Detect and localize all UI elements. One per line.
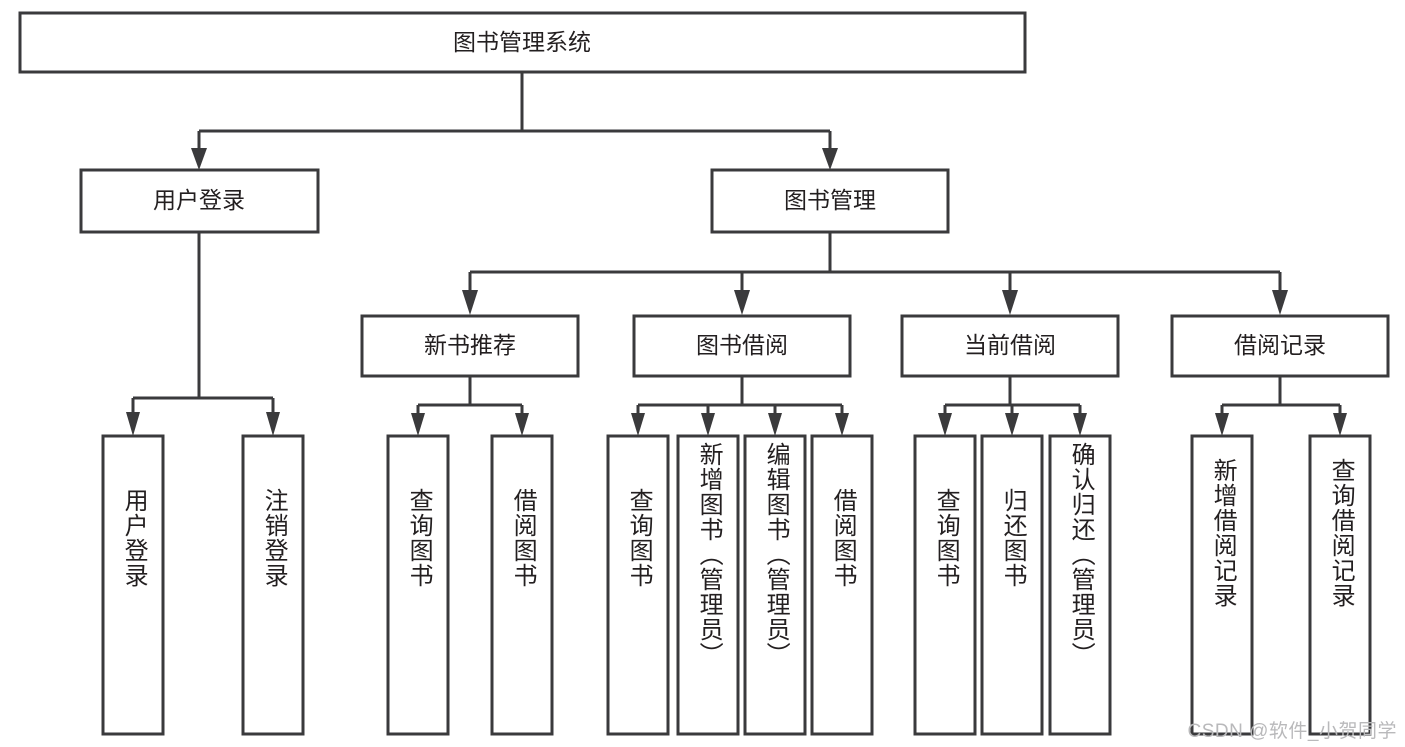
leaf-label-wrap-currentborrow-1[interactable]: 查询图书 — [915, 436, 975, 734]
book-management-box[interactable] — [710, 168, 950, 234]
root-node-label: 图书管理系统 — [453, 29, 591, 55]
leaf-label-user-login-1: 用户登录 — [120, 488, 148, 588]
arrow-bb-leaf-3 — [768, 413, 782, 436]
arrow-br-leaf-2 — [1333, 413, 1347, 436]
arrow-newbook-leaf-2 — [515, 413, 529, 436]
node-borrow-record[interactable]: 借阅记录 — [1170, 314, 1390, 378]
arrow-root-to-book-manage — [822, 148, 838, 170]
node-book-management[interactable]: 图书管理 — [710, 168, 950, 234]
leaf-label-wrap-bookborrow-3[interactable]: 编辑图书（管理员） — [745, 436, 805, 734]
leaf-label-wrap-newbook-1[interactable]: 查询图书 — [388, 436, 448, 734]
leaf-label-user-login-2: 注销登录 — [260, 488, 288, 588]
arrow-cb-leaf-1 — [938, 413, 952, 436]
leaf-label-borrowrecord-1: 新增借阅记录 — [1209, 458, 1237, 608]
book-borrow-label: 图书借阅 — [696, 332, 788, 358]
leaf-box-borrowrecord-1[interactable] — [1190, 434, 1254, 736]
leaf-box-currentborrow-1[interactable] — [913, 434, 977, 736]
leaf-box-bookborrow-4[interactable] — [810, 434, 874, 736]
leaf-box-bookborrow-2[interactable] — [676, 434, 740, 736]
borrow-record-label: 借阅记录 — [1234, 332, 1326, 358]
book-borrow-box[interactable] — [632, 314, 852, 378]
arrow-newbook-leaf-1 — [411, 413, 425, 436]
leaf-label-wrap-bookborrow-1[interactable]: 查询图书 — [608, 436, 668, 734]
arrow-bb-leaf-2 — [701, 413, 715, 436]
leaf-box-currentborrow-3[interactable] — [1048, 434, 1112, 736]
arrow-bb-leaf-1 — [631, 413, 645, 436]
user-login-box[interactable] — [79, 168, 320, 234]
leaf-box-bookborrow-3[interactable] — [743, 434, 807, 736]
leaf-label-bookborrow-2: 新增图书（管理员） — [695, 442, 723, 667]
arrow-user-login-leaf-2 — [266, 412, 280, 436]
arrow-user-login-leaf-1 — [126, 412, 140, 436]
connector-group — [126, 72, 1347, 436]
user-login-label: 用户登录 — [153, 187, 245, 213]
new-book-recommend-box[interactable] — [360, 314, 580, 378]
leaf-label-bookborrow-4: 借阅图书 — [829, 488, 857, 588]
leaf-box-outlines — [101, 434, 1372, 736]
new-book-recommend-label: 新书推荐 — [424, 332, 516, 358]
node-book-borrow[interactable]: 图书借阅 — [632, 314, 852, 378]
leaf-label-wrap-user-login-2[interactable]: 注销登录 — [243, 436, 303, 734]
arrow-bb-leaf-4 — [835, 413, 849, 436]
borrow-record-box[interactable] — [1170, 314, 1390, 378]
book-management-label: 图书管理 — [784, 187, 876, 213]
leaf-box-user-login-1[interactable] — [101, 434, 165, 736]
current-borrow-box[interactable] — [900, 314, 1120, 378]
arrow-br-leaf-1 — [1215, 413, 1229, 436]
node-root-book-management-system[interactable]: 图书管理系统 — [18, 11, 1027, 74]
node-user-login[interactable]: 用户登录 — [79, 168, 320, 234]
leaf-label-borrowrecord-2: 查询借阅记录 — [1327, 458, 1355, 608]
leaf-label-wrap-bookborrow-4[interactable]: 借阅图书 — [812, 436, 872, 734]
leaf-label-newbook-1: 查询图书 — [405, 488, 433, 588]
leaf-label-wrap-currentborrow-2[interactable]: 归还图书 — [982, 436, 1042, 734]
leaf-box-borrowrecord-2[interactable] — [1308, 434, 1372, 736]
node-new-book-recommend[interactable]: 新书推荐 — [360, 314, 580, 378]
arrow-root-to-user-login — [191, 148, 207, 170]
leaf-label-wrap-newbook-2[interactable]: 借阅图书 — [492, 436, 552, 734]
leaf-label-wrap-currentborrow-3[interactable]: 确认归还（管理员） — [1050, 436, 1110, 734]
node-current-borrow[interactable]: 当前借阅 — [900, 314, 1120, 378]
arrow-bm-to-borrow-record — [1272, 290, 1288, 315]
arrow-bm-to-new-book — [462, 290, 478, 315]
leaf-label-bookborrow-1: 查询图书 — [625, 488, 653, 588]
leaf-box-user-login-2[interactable] — [241, 434, 305, 736]
arrow-bm-to-book-borrow — [734, 290, 750, 315]
arrow-bm-to-current-borrow — [1002, 290, 1018, 315]
leaf-label-wrap-user-login-1[interactable]: 用户登录 — [103, 436, 163, 734]
leaf-label-wrap-borrowrecord-2[interactable]: 查询借阅记录 — [1310, 436, 1370, 734]
leaf-label-currentborrow-1: 查询图书 — [932, 488, 960, 588]
leaf-box-newbook-2[interactable] — [490, 434, 554, 736]
leaf-label-bookborrow-3: 编辑图书（管理员） — [762, 442, 790, 667]
arrow-cb-leaf-3 — [1073, 413, 1087, 436]
leaf-label-wrap-borrowrecord-1[interactable]: 新增借阅记录 — [1192, 436, 1252, 734]
leaf-label-newbook-2: 借阅图书 — [509, 488, 537, 588]
leaf-box-currentborrow-2[interactable] — [980, 434, 1044, 736]
leaf-label-currentborrow-2: 归还图书 — [999, 488, 1027, 588]
arrow-cb-leaf-2 — [1005, 413, 1019, 436]
csdn-watermark: CSDN @软件_小贺同学 — [1187, 721, 1397, 742]
leaf-label-wrap-bookborrow-2[interactable]: 新增图书（管理员） — [678, 436, 738, 734]
leaf-box-newbook-1[interactable] — [386, 434, 450, 736]
current-borrow-label: 当前借阅 — [964, 332, 1056, 358]
leaf-label-currentborrow-3: 确认归还（管理员） — [1067, 442, 1095, 667]
root-node-box[interactable] — [18, 11, 1027, 74]
leaf-box-bookborrow-1[interactable] — [606, 434, 670, 736]
